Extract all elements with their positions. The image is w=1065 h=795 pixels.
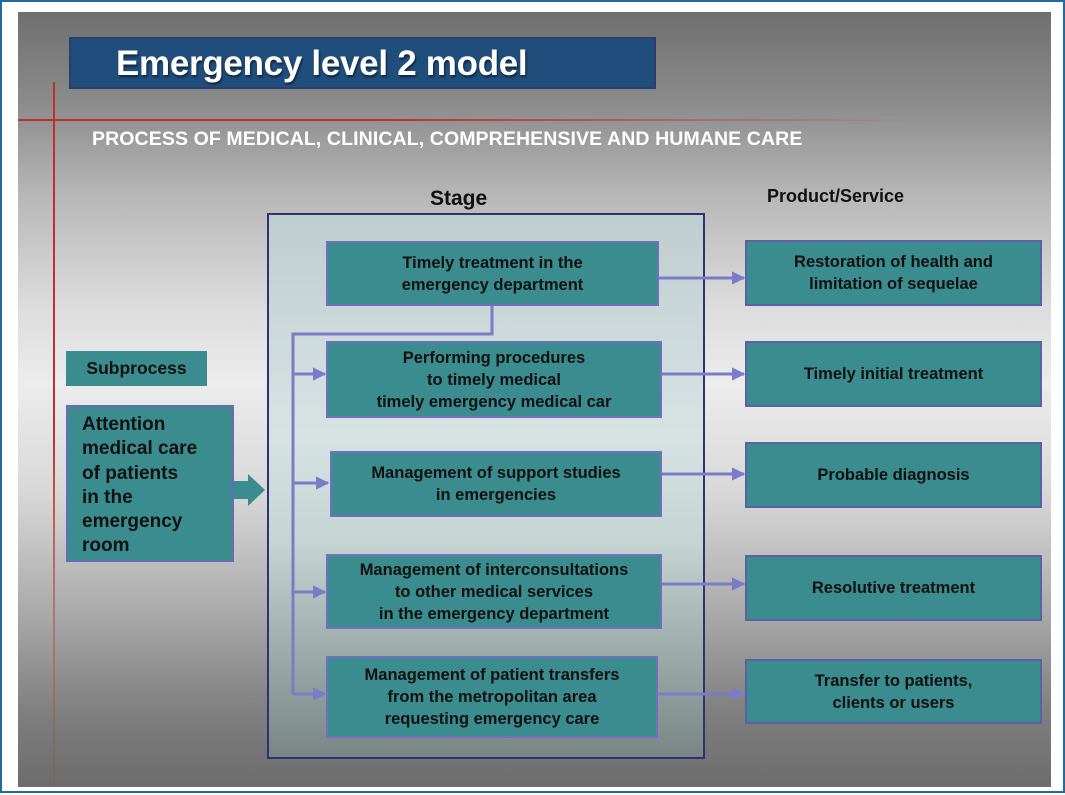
stage-box-4: Management of interconsultations to othe…: [326, 554, 662, 629]
connector-layer: [234, 271, 746, 701]
stage-box-1: Timely treatment in the emergency depart…: [326, 241, 659, 306]
slide: Emergency level 2 model PROCESS OF MEDIC…: [18, 12, 1051, 787]
stage-box-3: Management of support studies in emergen…: [330, 451, 662, 517]
red-horizontal-rule: [18, 119, 918, 121]
title-banner: Emergency level 2 model: [69, 37, 656, 89]
process-subtitle: PROCESS OF MEDICAL, CLINICAL, COMPREHENS…: [92, 128, 803, 150]
product-box-4: Resolutive treatment: [745, 555, 1042, 621]
red-vertical-rule: [53, 82, 55, 787]
stage-box-2: Performing procedures to timely medical …: [326, 341, 662, 418]
subprocess-box: Attention medical care of patients in th…: [66, 405, 234, 562]
product-box-3: Probable diagnosis: [745, 442, 1042, 508]
product-column-header: Product/Service: [767, 186, 905, 206]
page-title: Emergency level 2 model: [116, 44, 528, 83]
stage-column-header: Stage: [430, 187, 488, 210]
connector-trunk: [291, 305, 494, 694]
stage-box-5: Management of patient transfers from the…: [326, 656, 658, 738]
subprocess-label: Subprocess: [66, 351, 207, 386]
block-arrow: [234, 474, 265, 506]
product-box-2: Timely initial treatment: [745, 341, 1042, 407]
product-box-1: Restoration of health and limitation of …: [745, 240, 1042, 306]
product-box-5: Transfer to patients, clients or users: [745, 659, 1042, 724]
